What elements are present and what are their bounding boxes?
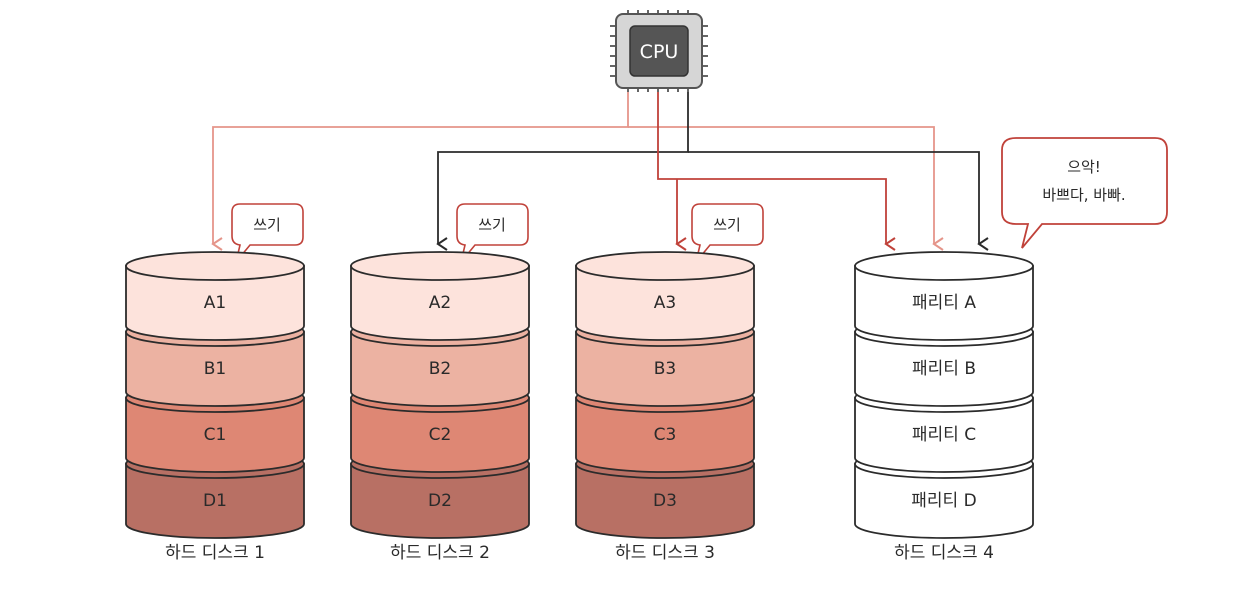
segment-label: A3 — [654, 293, 676, 313]
segment-label: C1 — [204, 425, 227, 445]
complaint-line-2: 바쁘다, 바빠. — [1042, 186, 1125, 204]
connection-lines — [211, 92, 989, 251]
dark-connection-line — [436, 92, 689, 251]
disk-stacks: D1 C1 B1 A1 하드 디스크 1 D2 C2 B2 A2 하드 디스크 2 D3 C3 B3 A3… — [125, 251, 1034, 563]
pink-connection-line — [211, 92, 629, 251]
bubble-text: 쓰기 — [713, 216, 741, 234]
segment-label: 패리티 A — [912, 293, 976, 313]
hard-disk-3: D3 C3 B3 A3 하드 디스크 3 — [575, 251, 755, 563]
segment-label: D1 — [203, 491, 227, 511]
disk-segment: 패리티 A — [854, 251, 1034, 341]
disk-caption: 하드 디스크 1 — [165, 543, 265, 563]
disk-segment: A1 — [125, 251, 305, 341]
disk-caption: 하드 디스크 3 — [615, 543, 715, 563]
segment-label: D3 — [653, 491, 677, 511]
hard-disk-4: 패리티 D 패리티 C 패리티 B 패리티 A 하드 디스크 4 — [854, 251, 1034, 563]
disk-caption: 하드 디스크 4 — [894, 543, 994, 563]
segment-label: 패리티 B — [912, 359, 976, 379]
hard-disk-1: D1 C1 B1 A1 하드 디스크 1 — [125, 251, 305, 563]
hard-disk-2: D2 C2 B2 A2 하드 디스크 2 — [350, 251, 530, 563]
cpu-label: CPU — [640, 41, 679, 63]
segment-label: B1 — [204, 359, 226, 379]
segment-label: A2 — [429, 293, 451, 313]
bubble-text: 쓰기 — [478, 216, 506, 234]
segment-label: B3 — [654, 359, 676, 379]
complaint-bubble: 으악! 바쁘다, 바빠. — [1001, 137, 1168, 249]
disk-segment: A2 — [350, 251, 530, 341]
write-bubble-1: 쓰기 — [231, 203, 304, 263]
bubble-text: 쓰기 — [253, 216, 281, 234]
complaint-line-1: 으악! — [1067, 158, 1101, 176]
segment-label: C3 — [654, 425, 677, 445]
dark-connection-line — [688, 151, 989, 251]
red-connection-line — [657, 92, 896, 251]
write-bubble-2: 쓰기 — [456, 203, 529, 263]
segment-label: 패리티 D — [911, 491, 976, 511]
disk-segment: A3 — [575, 251, 755, 341]
cpu-die — [629, 25, 689, 77]
segment-label: B2 — [429, 359, 451, 379]
segment-label: D2 — [428, 491, 452, 511]
pink-connection-line — [628, 126, 944, 251]
cpu-chip: CPU — [610, 10, 708, 92]
segment-label: C2 — [429, 425, 452, 445]
segment-label: 패리티 C — [912, 425, 976, 445]
disk-caption: 하드 디스크 2 — [390, 543, 490, 563]
segment-label: A1 — [204, 293, 226, 313]
